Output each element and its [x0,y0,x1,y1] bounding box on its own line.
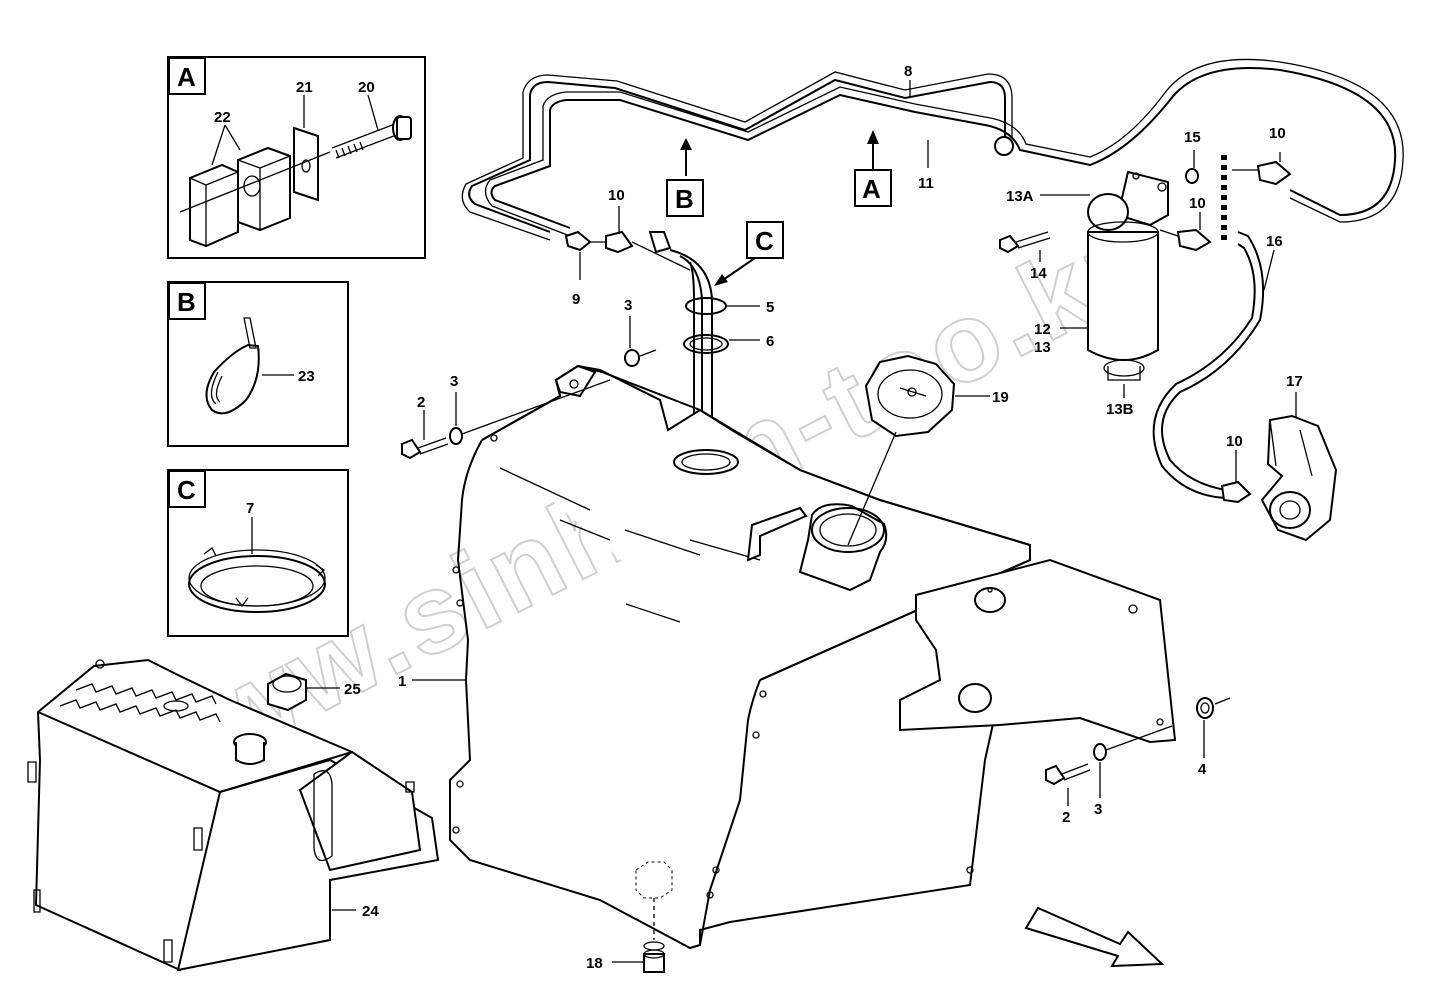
label-13: 13 [1034,339,1051,356]
grommets: 5 6 [683,297,774,354]
label-3-right: 3 [1094,801,1102,818]
label-3-left: 3 [450,373,458,390]
fuel-filter: 13A 12 13 13B 14 15 10 [999,129,1212,418]
label-19: 19 [992,389,1009,406]
label-2-right: 2 [1062,809,1070,826]
label-7: 7 [246,500,254,517]
direction-arrow [1024,906,1165,968]
label-13b: 13B [1106,401,1134,418]
label-1: 1 [398,673,406,690]
label-17: 17 [1286,373,1303,390]
label-6: 6 [766,333,774,350]
hydraulic-tank: 24 25 [27,658,440,972]
line-labels: 8 11 [904,63,934,192]
label-10-lower: 10 [1226,433,1243,450]
label-14: 14 [1030,265,1047,282]
inset-panel-b: B 23 [167,281,349,447]
fuel-lines: B A C [461,58,1404,286]
callout-flag-a [854,169,892,207]
inset-c-letter: C [177,475,196,505]
label-9: 9 [572,291,580,308]
label-3-top: 3 [624,297,632,314]
label-20: 20 [358,79,375,96]
callout-flag-c-letter: C [755,226,774,256]
label-16: 16 [1266,233,1283,250]
left-bolt-group: 2 3 3 [401,297,657,460]
label-4: 4 [1198,761,1207,778]
label-13a: 13A [1006,188,1034,205]
callout-flag-b-letter: B [675,184,694,214]
label-11: 11 [918,175,934,192]
label-21: 21 [296,79,313,96]
left-fittings: 9 10 [564,187,713,455]
inset-panel-a: A 21 20 22 [167,56,426,259]
label-24: 24 [362,903,379,920]
label-12: 12 [1034,321,1051,338]
label-15: 15 [1184,129,1201,146]
drain-plug: 18 [586,861,673,973]
callout-flag-b [666,179,704,217]
inset-a-letter: A [177,62,196,92]
callout-flag-a-letter: A [862,174,881,204]
label-18: 18 [586,955,603,972]
right-hose: 10 16 10 17 [1152,125,1338,542]
label-2-left: 2 [417,394,425,411]
label-10-filter: 10 [1189,195,1206,212]
main-fuel-tank: 1 [398,364,1177,950]
fuel-cap: 19 [847,354,1009,546]
inset-b-letter: B [177,287,196,317]
label-10-topright: 10 [1269,125,1286,142]
label-10-left: 10 [608,187,625,204]
callout-flag-c [746,221,784,259]
inset-panel-c: C 7 [167,469,349,637]
label-25: 25 [344,681,361,698]
label-22: 22 [214,109,231,126]
right-bolt-group: 2 3 4 [1045,697,1231,826]
label-5: 5 [766,299,774,316]
label-8: 8 [904,63,912,80]
label-23: 23 [298,368,315,385]
